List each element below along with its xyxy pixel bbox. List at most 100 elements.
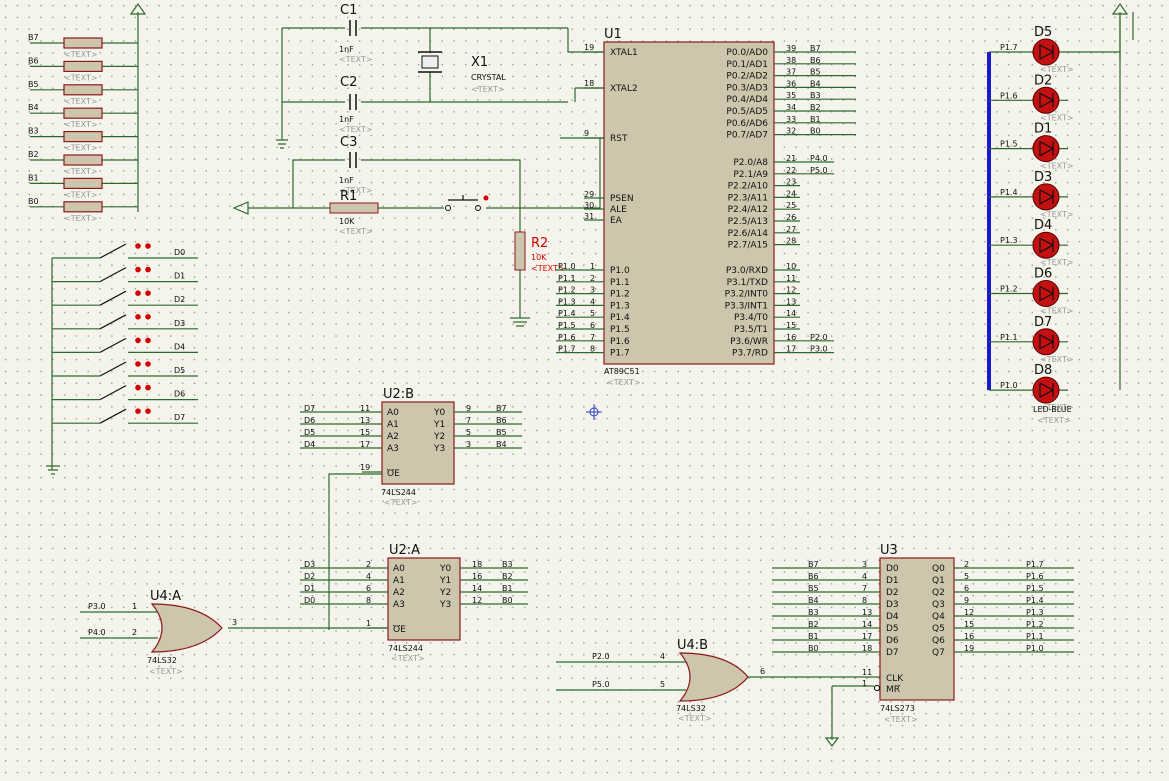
led-text: <TEXT>: [1040, 403, 1074, 412]
rnet-label: B2: [28, 150, 39, 159]
led-net: P1.7: [1000, 43, 1018, 52]
led-text: <TEXT>: [1040, 307, 1074, 316]
led-net: P1.1: [1000, 333, 1018, 342]
resistor-r1[interactable]: R1 10K <TEXT>: [329, 189, 379, 236]
switch-label: D6: [174, 390, 185, 399]
u2a-pin-num: 8: [366, 596, 371, 605]
u1-net: P4.0: [810, 154, 828, 163]
rnet-text: <TEXT>: [64, 214, 98, 223]
u2b-out-net: B4: [496, 440, 507, 449]
u3-pin-name: D6: [886, 636, 899, 646]
u4a-ref: U4:A: [150, 589, 181, 604]
c3-text: <TEXT>: [339, 186, 373, 195]
led-body: [1032, 86, 1060, 114]
u3-text: <TEXT>: [884, 715, 918, 724]
led-ref: D7: [1034, 315, 1052, 330]
u1-pin-name: P1.3: [610, 301, 630, 311]
rnet-text: <TEXT>: [64, 190, 98, 199]
switch-lever: [99, 314, 127, 330]
u3-pin-num: 7: [862, 584, 867, 593]
u4a-pin-num: 1: [132, 602, 137, 611]
r2-value: 10K: [531, 253, 547, 262]
u4b-pin-num: 6: [760, 667, 765, 676]
led-ref: D1: [1034, 122, 1052, 137]
u1-pin-name: P2.7/A15: [728, 241, 768, 251]
capacitor-c1[interactable]: C1 1nF <TEXT>: [339, 3, 373, 64]
u4b-text: <TEXT>: [678, 714, 712, 723]
switch-lever: [99, 243, 127, 259]
oscillator-reset[interactable]: C1 1nF <TEXT> C2 1nF <TEXT> X1 CRYSTAL <…: [232, 3, 604, 327]
u3-pin-num: 19: [964, 644, 974, 653]
u2b-in-net: D4: [304, 440, 315, 449]
rnet-text: <TEXT>: [64, 167, 98, 176]
u2a-pin-name: Y3: [439, 600, 451, 610]
u2b-out-net: B6: [496, 416, 507, 425]
rnet-resistor: [63, 37, 103, 49]
u1-pin-num: 5: [590, 309, 595, 318]
capacitor-c2[interactable]: C2 1nF <TEXT>: [339, 75, 373, 134]
u1-pin-num: 35: [786, 91, 796, 100]
u3-pin-num: 1: [862, 679, 867, 688]
u1-pin-name: P2.4/A12: [728, 205, 768, 215]
u1-pin-name: P2.2/A10: [728, 182, 769, 192]
u1-pin-name: P0.7/AD7: [726, 131, 768, 141]
switch-lever: [99, 290, 127, 306]
u1-pin-name: P0.4/AD4: [726, 95, 768, 105]
switch-label: D1: [174, 272, 185, 281]
switch-dot: [145, 290, 151, 297]
u2b-pin-name: Y2: [433, 432, 445, 442]
switch-dot: [145, 266, 151, 273]
u1-pin-num: 26: [786, 213, 796, 222]
u1-pin-num: 28: [786, 237, 796, 246]
u2b-pin-name: A0: [387, 408, 399, 418]
led-text: <TEXT>: [1040, 355, 1074, 364]
u1-pin-num: 15: [786, 321, 796, 330]
resistor-network[interactable]: B7<TEXT>B6<TEXT>B5<TEXT>B4<TEXT>B3<TEXT>…: [28, 33, 138, 223]
rnet-resistor: [63, 107, 103, 119]
switch-lever: [99, 408, 127, 424]
u1-pin-num: 29: [584, 190, 594, 199]
u1-net: B2: [810, 103, 821, 112]
u2a-in-net: D1: [304, 584, 315, 593]
u1-pin-name: P1.4: [610, 313, 630, 323]
u3-pin-num: 5: [964, 572, 969, 581]
u1-pin-name: PSEN: [610, 194, 634, 204]
u2a-out-net: B0: [502, 596, 513, 605]
u1-net: P1.2: [558, 286, 576, 295]
u1-net: P2.0: [810, 333, 828, 342]
u2a-out-net: B1: [502, 584, 513, 593]
c2-ref: C2: [340, 75, 357, 90]
switch-dot: [135, 266, 141, 273]
c1-text: <TEXT>: [339, 55, 373, 64]
u2b-pin-name: Y1: [433, 420, 445, 430]
u1-pin-name: XTAL2: [610, 84, 638, 94]
led-net: P1.0: [1000, 381, 1018, 390]
led-text: <TEXT>: [1040, 210, 1074, 219]
u2a-out-net: B2: [502, 572, 513, 581]
reset-button[interactable]: [445, 195, 489, 211]
vcc-arrow-left: [232, 201, 249, 215]
crystal-x1[interactable]: X1 CRYSTAL <TEXT>: [418, 51, 506, 94]
u1-pin-name: XTAL1: [610, 48, 638, 58]
led-text: <TEXT>: [1040, 258, 1074, 267]
capacitor-c3[interactable]: C3 1nF <TEXT>: [339, 135, 373, 195]
rnet-text: <TEXT>: [64, 144, 98, 153]
u1-pin-num: 24: [786, 189, 796, 198]
x1-text: <TEXT>: [471, 85, 505, 94]
u1-pin-name: P0.0/AD0: [726, 48, 768, 58]
u1-pin-name: P3.4/T0: [734, 313, 768, 323]
u3-out-net: P1.4: [1026, 596, 1044, 605]
u1-pin-num: 32: [786, 127, 796, 136]
u1-pin-name: P0.1/AD1: [726, 60, 768, 70]
resistor-r2[interactable]: R2 10K <TEXT>: [514, 231, 565, 273]
u1-pin-num: 33: [786, 115, 796, 124]
u1-pin-num: 30: [584, 201, 594, 210]
